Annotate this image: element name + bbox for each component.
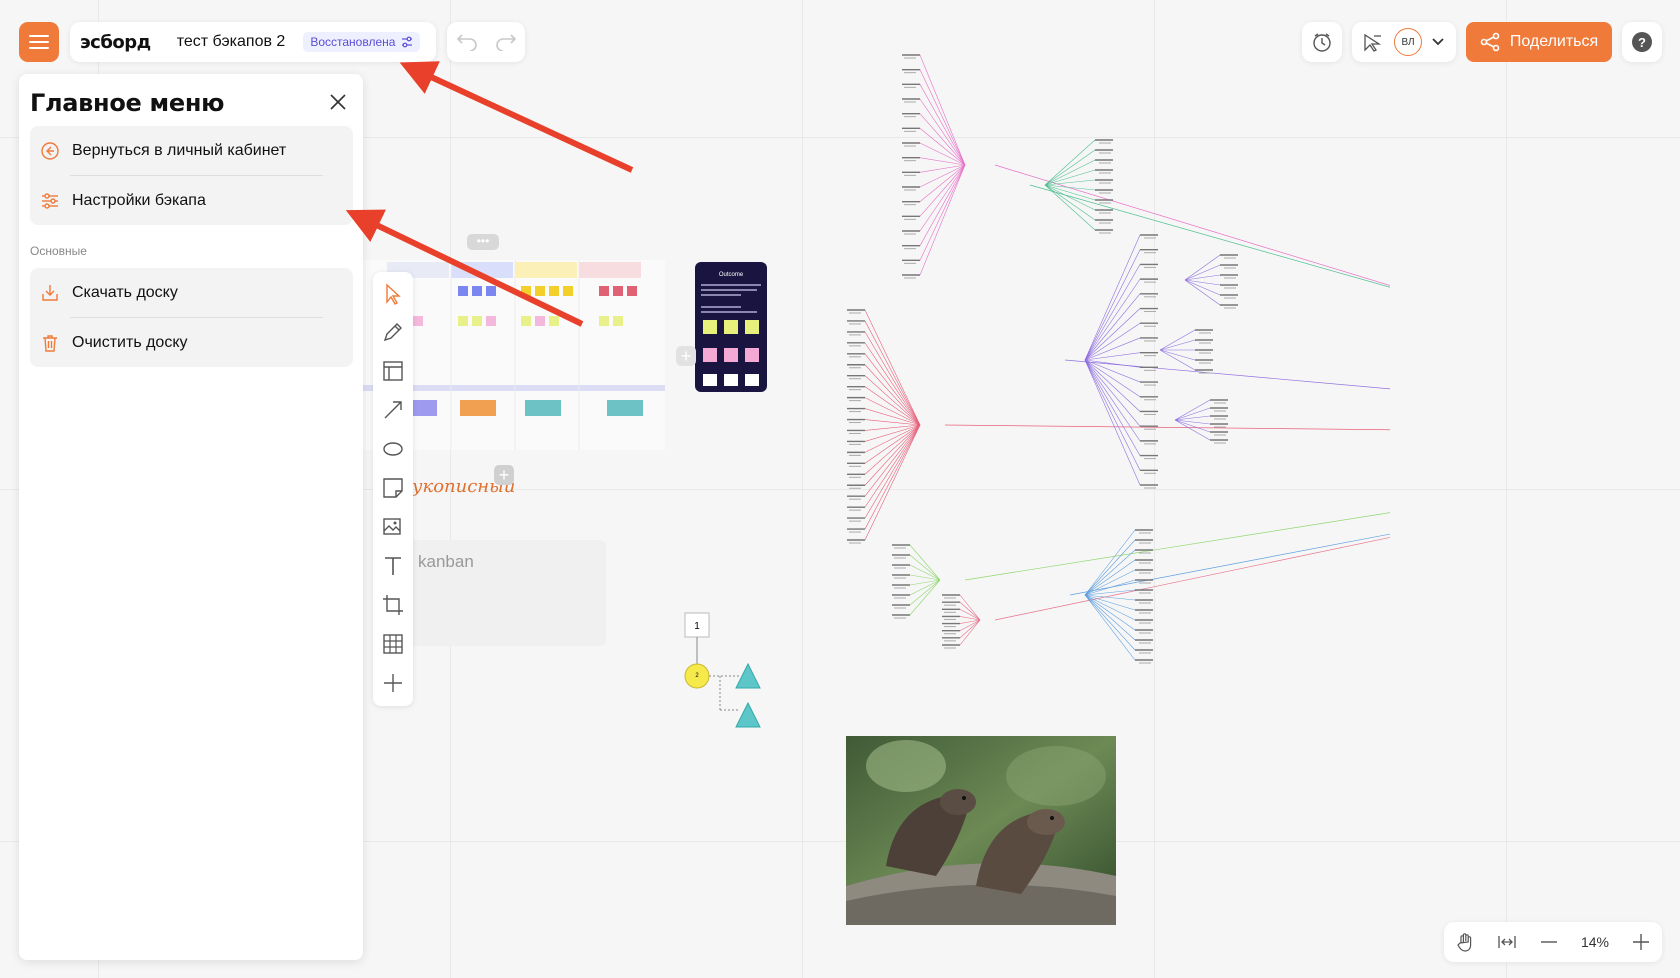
avatar-initials: ВЛ	[1401, 36, 1415, 48]
main-menu-button[interactable]	[19, 22, 59, 62]
share-icon	[1480, 32, 1500, 52]
line-arrow-icon[interactable]	[381, 398, 405, 422]
clock-icon	[1313, 33, 1331, 52]
main-menu-panel: Главное меню Вернуться в личный кабинет …	[19, 74, 363, 960]
fit-width-icon[interactable]	[1497, 932, 1517, 952]
frame-icon[interactable]	[381, 359, 405, 383]
phone-mockup[interactable]: Outcome	[695, 262, 767, 392]
mind-map[interactable]	[830, 50, 1390, 710]
pen-icon[interactable]	[381, 320, 405, 344]
add-icon[interactable]: +	[676, 346, 696, 366]
flow-diagram[interactable]	[680, 610, 780, 730]
handwritten-text[interactable]: укописный	[412, 476, 516, 497]
flow-node-2: 2	[695, 673, 699, 679]
menu-item-back-to-account[interactable]: Вернуться в личный кабинет	[30, 126, 353, 175]
download-icon	[42, 284, 58, 301]
otter-image	[846, 736, 1116, 925]
help-icon: ?	[1632, 32, 1652, 52]
sticky-note-icon[interactable]	[381, 476, 405, 500]
otter-photo[interactable]	[846, 736, 1116, 925]
menu-group-account: Вернуться в личный кабинет Настройки бэк…	[30, 126, 353, 225]
app-logo[interactable]: эсборд	[80, 31, 151, 53]
close-icon[interactable]	[326, 90, 350, 114]
board-name[interactable]: тест бэкапов 2	[176, 33, 286, 50]
sliders-icon	[42, 192, 58, 209]
phone-content	[701, 284, 761, 386]
table-icon[interactable]	[381, 632, 405, 656]
follow-cursor-icon[interactable]	[1362, 32, 1384, 52]
kanban-card[interactable]: kanban	[396, 540, 606, 646]
menu-section-label: Основные	[30, 244, 87, 258]
hamburger-icon	[29, 35, 49, 49]
phone-title: Outcome	[718, 272, 744, 278]
undo-icon[interactable]	[456, 33, 478, 51]
zoom-level[interactable]: 14%	[1580, 934, 1609, 950]
crop-icon[interactable]	[381, 593, 405, 617]
redo-icon[interactable]	[495, 33, 517, 51]
plus-icon[interactable]	[381, 671, 405, 695]
status-badge[interactable]: Восстановлена	[303, 32, 421, 52]
tools-toolbar	[373, 272, 413, 706]
image-icon[interactable]	[381, 515, 405, 539]
menu-item-label: Скачать доску	[72, 283, 178, 301]
collab-group: ВЛ	[1352, 22, 1456, 62]
menu-group-main: Скачать доску Очистить доску	[30, 268, 353, 367]
zoom-out-icon[interactable]	[1539, 932, 1559, 952]
menu-item-label: Вернуться в личный кабинет	[72, 141, 287, 159]
timer-button[interactable]	[1302, 22, 1342, 62]
select-cursor-icon[interactable]	[381, 282, 405, 306]
main-menu-title: Главное меню	[30, 89, 225, 117]
add-icon[interactable]: +	[494, 465, 514, 485]
avatar[interactable]: ВЛ	[1394, 28, 1422, 56]
trash-icon	[43, 334, 57, 352]
divider	[70, 175, 323, 176]
menu-item-clear-board[interactable]: Очистить доску	[30, 318, 353, 367]
help-button[interactable]: ?	[1622, 22, 1662, 62]
undo-redo-group	[447, 22, 525, 62]
share-button[interactable]: Поделиться	[1466, 22, 1612, 62]
sliders-icon	[402, 36, 413, 48]
menu-item-download-board[interactable]: Скачать доску	[30, 268, 353, 317]
board-title-bar: эсборд тест бэкапов 2 Восстановлена	[70, 22, 436, 62]
more-options-icon[interactable]: •••	[467, 234, 499, 250]
status-badge-label: Восстановлена	[310, 35, 396, 49]
menu-item-label: Очистить доску	[72, 333, 188, 351]
hand-icon[interactable]	[1455, 932, 1475, 952]
flow-node-1: 1	[694, 621, 700, 632]
menu-item-label: Настройки бэкапа	[72, 191, 206, 209]
menu-item-backup-settings[interactable]: Настройки бэкапа	[30, 176, 353, 225]
divider	[70, 317, 323, 318]
zoom-bar: 14%	[1444, 922, 1662, 962]
ellipse-icon[interactable]	[381, 437, 405, 461]
share-label: Поделиться	[1509, 33, 1599, 50]
text-icon[interactable]	[381, 554, 405, 578]
kanban-label: kanban	[418, 552, 474, 571]
zoom-in-icon[interactable]	[1631, 932, 1651, 952]
arrow-left-circle-icon	[41, 141, 59, 160]
chevron-down-icon[interactable]	[1432, 37, 1444, 47]
